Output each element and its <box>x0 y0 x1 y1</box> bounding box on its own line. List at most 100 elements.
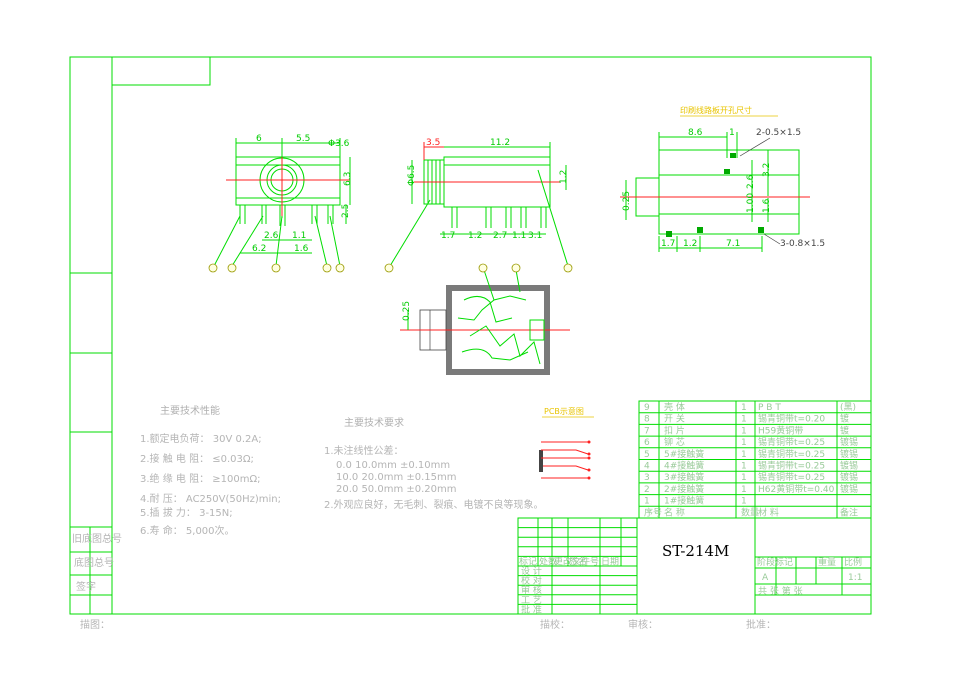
pcb-dim-0-25: 0.25 <box>622 191 632 211</box>
bom-finish: 镀 <box>840 413 849 425</box>
side-dim-height: Φ6.5 <box>407 165 417 186</box>
revision-header: 更改文件号 <box>554 555 599 567</box>
pcb-dim-8-6: 8.6 <box>688 128 703 138</box>
bom-name: 1#接触簧 <box>664 495 704 507</box>
req-4: 20.0 50.0mm ±0.20mm <box>336 484 457 495</box>
bom-qty: 1 <box>741 485 747 495</box>
footer-label-1: 描校： <box>540 618 570 631</box>
front-view: 6 5.5 Φ3.6 6.3 2.5 2.6 1.1 6.2 1.6 <box>208 134 353 273</box>
bom-finish: 备注 <box>840 506 858 518</box>
bom-finish: 镀锡 <box>840 448 858 460</box>
section-view: 0.25 <box>400 263 570 375</box>
bom-material: H59黄铜带 <box>758 424 803 436</box>
bom-finish: (黑) <box>840 402 856 413</box>
bom-qty: 数量 <box>741 506 759 518</box>
front-dim-6-2: 6.2 <box>252 244 266 254</box>
front-dim-6: 6 <box>256 134 262 144</box>
bom-material: H62黄铜带t=0.40 <box>758 483 835 495</box>
approval-row: 校 对 <box>521 575 542 587</box>
bom-qty: 1 <box>741 438 747 448</box>
side-dim-red: 3.5 <box>426 138 440 148</box>
circuit-title: PCB示意图 <box>544 406 584 416</box>
spec-2: 2.接 触 电 阻： ≤0.03Ω; <box>140 452 254 465</box>
side-dim-b5: 3.1 <box>528 231 542 241</box>
specs-title: 主要技术性能 <box>160 404 220 417</box>
bom-material: 材 料 <box>758 506 779 518</box>
bom-qty: 1 <box>741 450 747 460</box>
front-dim-2-6: 2.6 <box>264 231 279 241</box>
bom-name: 5#接触簧 <box>664 448 704 460</box>
bom-no: 6 <box>644 438 650 448</box>
spec-5: 5.插 拔 力： 3-15N; <box>140 506 233 519</box>
req-5: 2.外观应良好，无毛刺、裂痕、电镀不良等现象。 <box>324 498 544 511</box>
bom-name: 开 关 <box>664 413 685 425</box>
drawing-frame <box>69 56 872 615</box>
footer-label-2: 审核： <box>628 618 658 631</box>
spec-6: 6.寿 命： 5,000次。 <box>140 524 235 537</box>
bom-material: P B T <box>758 403 781 413</box>
revision-header: 处数 <box>539 555 557 567</box>
bom-qty: 1 <box>741 403 747 413</box>
side-view: 3.5 11.2 Φ6.5 1.2 1.7 1.2 2.7 1.1 3.1 <box>384 138 573 273</box>
spec-4: 4.耐 压： AC250V(50Hz)min; <box>140 492 281 505</box>
bom-material: 锡青铜带t=0.25 <box>758 460 825 472</box>
pcb-dim-1-6: 1.6 <box>762 198 772 213</box>
bom-qty: 1 <box>741 415 747 425</box>
weight-label: 重量 <box>818 556 836 568</box>
revision-header: 标记 <box>519 555 537 567</box>
bom-finish: 镀锡 <box>840 460 858 472</box>
stage-label: 阶段标记 <box>757 556 793 568</box>
approval-row: 工 艺 <box>521 595 542 606</box>
pcb-dim-1-7: 1.7 <box>661 239 675 249</box>
bom-qty: 1 <box>741 497 747 507</box>
bom-finish: 镀 <box>840 424 849 436</box>
front-dim-5-5: 5.5 <box>296 134 310 144</box>
req-2: 0.0 10.0mm ±0.10mm <box>336 460 450 471</box>
bom-no: 2 <box>644 485 650 495</box>
bom-qty: 1 <box>741 473 747 483</box>
bom-finish: 镀锡 <box>840 471 858 483</box>
pcb-hole-view: 印刷线路板开孔尺寸 8.6 1 2-0.5×1.5 2.6 3.2 1.00 1… <box>620 105 825 252</box>
spec-3: 3.绝 缘 电 阻： ≥100mΩ; <box>140 472 260 485</box>
bom-name: 铆 芯 <box>664 436 685 448</box>
approval-row: 设 计 <box>521 565 542 577</box>
pcb-dim-2-6: 2.6 <box>746 174 756 189</box>
old-drawing-number-label: 旧底图总号 <box>72 532 122 545</box>
bom-no: 4 <box>644 462 650 472</box>
pcb-dim-3-2: 3.2 <box>762 163 772 177</box>
req-1: 1.未注线性公差： <box>324 444 404 457</box>
stage-a: A <box>762 573 769 583</box>
req-3: 10.0 20.0mm ±0.15mm <box>336 472 457 483</box>
bom-no: 9 <box>644 403 650 413</box>
bom-no: 1 <box>644 497 650 507</box>
approval-row: 批 准 <box>521 603 542 615</box>
footer-label-3: 批准： <box>746 618 776 631</box>
side-dim-b3: 2.7 <box>493 231 507 241</box>
specs-block: 主要技术性能 1.额定电负荷： 30V 0.2A; 2.接 触 电 阻： ≤0.… <box>140 404 281 537</box>
pcb-title: 印刷线路板开孔尺寸 <box>680 105 752 115</box>
side-dim-b1: 1.7 <box>441 231 455 241</box>
side-dim-b2: 1.2 <box>468 231 482 241</box>
approval-row: 审 核 <box>521 584 542 596</box>
front-dim-1-1: 1.1 <box>292 231 306 241</box>
bom-material: 锡青铜带t=0.25 <box>758 448 825 460</box>
circuit-diagram: PCB示意图 <box>539 406 594 480</box>
bom-name: 3#接触簧 <box>664 471 704 483</box>
bom-no: 3 <box>644 473 650 483</box>
front-dim-2-5: 2.5 <box>341 204 351 218</box>
front-dim-6-3: 6.3 <box>343 172 353 186</box>
bom-finish: 镀锡 <box>840 436 858 448</box>
bom-finish: 镀锡 <box>840 483 858 495</box>
pcb-dim-slots-bottom: 3-0.8×1.5 <box>780 239 825 249</box>
bom-no: 序号 <box>644 506 662 518</box>
pcb-dim-1-2: 1.2 <box>683 239 697 249</box>
section-dim: 0.25 <box>402 301 412 321</box>
bom-name: 2#接触簧 <box>664 483 704 495</box>
pcb-dim-1: 1 <box>729 128 735 138</box>
tracing-label: 描图： <box>80 618 110 631</box>
revision-header: 日期 <box>601 556 619 567</box>
signature-label: 签字 <box>76 580 96 593</box>
drawing-number-label: 底图总号 <box>74 556 114 569</box>
bom-name: 壳 体 <box>664 401 685 413</box>
